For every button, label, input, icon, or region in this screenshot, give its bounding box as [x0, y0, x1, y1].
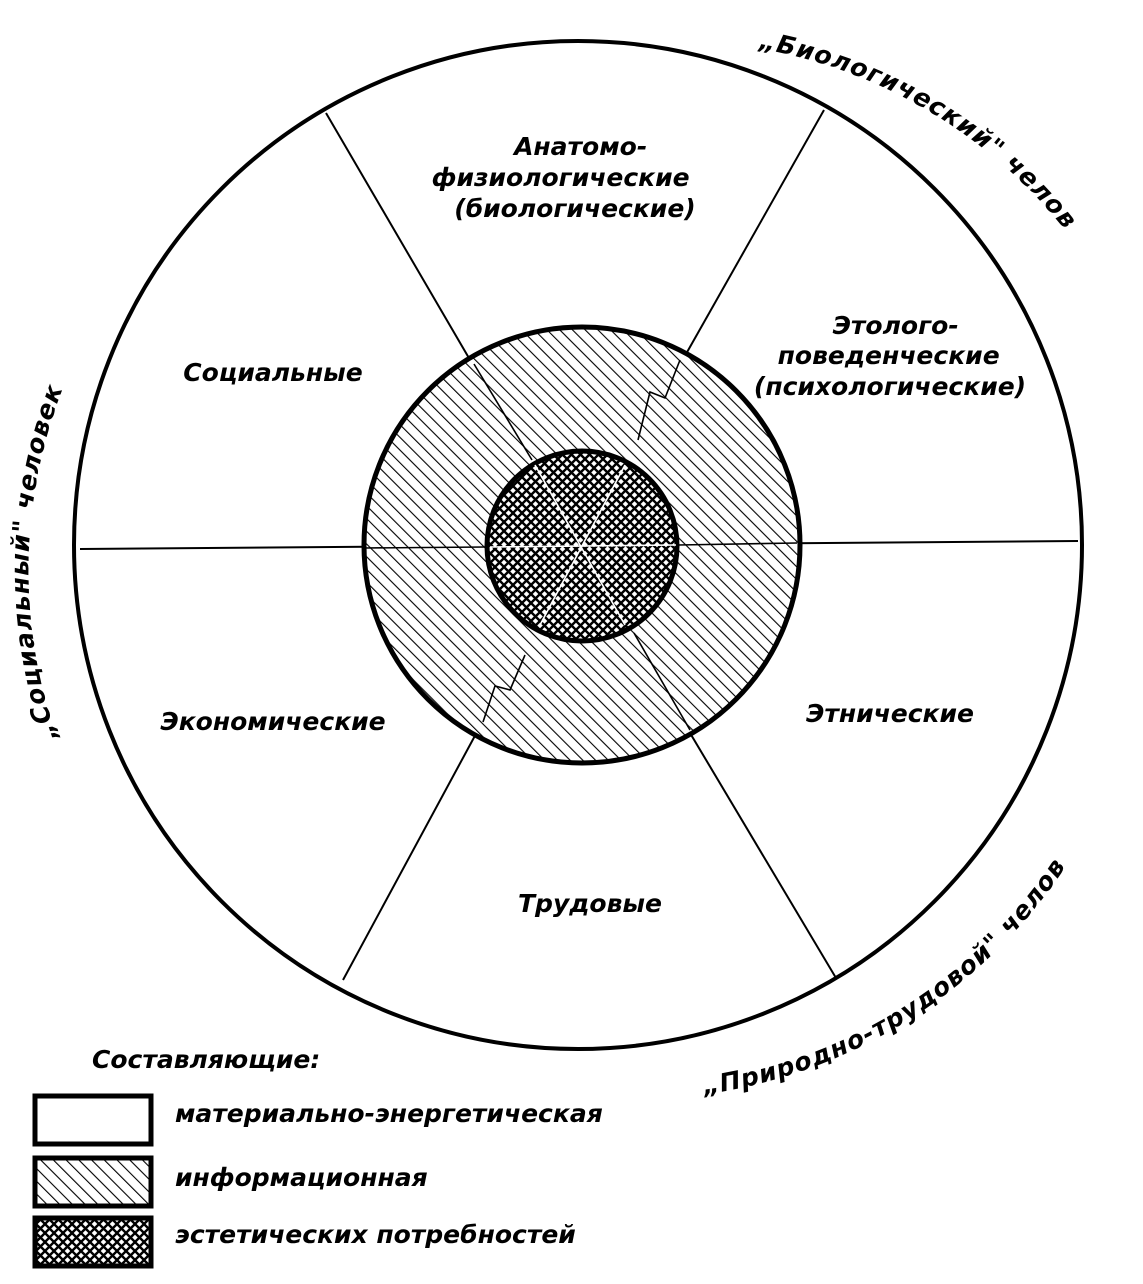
legend-label-aesthetic: эстетических потребностей [175, 1220, 576, 1249]
sector-labour: Трудовые [518, 889, 662, 918]
legend-title: Составляющие: [92, 1045, 320, 1074]
legend-swatch-material [32, 1093, 154, 1147]
sector-ethnic: Этнические [806, 699, 974, 728]
ring-dividers [364, 359, 798, 731]
sector-anatomical: Анатомо- физиологические (биологические) [432, 132, 699, 223]
legend-swatch-aesthetic [32, 1215, 154, 1269]
label-social-human: „Социальный" человек [5, 380, 68, 746]
core-lines [489, 464, 677, 626]
legend-swatch-information [32, 1155, 154, 1209]
legend-label-material: материально-энергетическая [175, 1099, 603, 1128]
sector-social: Социальные [183, 358, 362, 387]
legend: Составляющие: материально-энергетическая… [32, 1045, 603, 1269]
sector-economic: Экономические [160, 707, 385, 736]
sector-ethological: Этолого- поведенческие (психологические) [754, 311, 1026, 401]
legend-label-information: информационная [175, 1163, 428, 1192]
